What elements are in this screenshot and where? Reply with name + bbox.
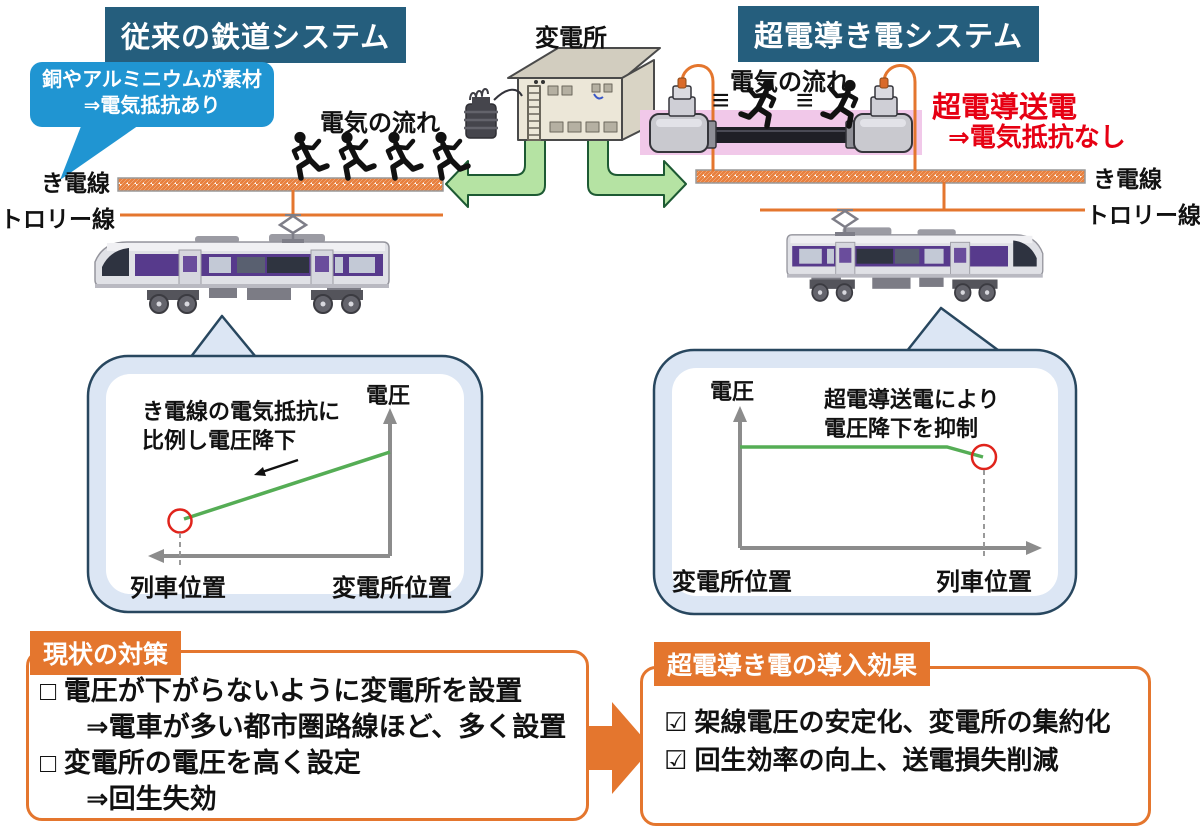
header-superconducting-system: 超電導き電システム [738,6,1040,62]
feeder-line-left [117,177,444,192]
train-left [94,214,390,314]
measure-item-1-result: ⇒電車が多い都市圏路線ほど、多く設置 [86,712,567,742]
speed-lines-icon: ≡ [712,84,730,117]
bubble-line-2: ⇒電気抵抗あり [83,95,221,117]
current-measures-tag: 現状の対策 [30,631,182,675]
effect-item-1: ☑ 架線電圧の安定化、変電所の集約化 [664,707,1111,737]
superconducting-highlight-1: 超電導送電 [932,92,1078,124]
train-right [786,209,1044,302]
trolley-label-right: トロリー線 [1086,202,1200,228]
power-arrow-right [587,131,687,208]
graph-panel-right [652,306,1078,616]
current-runner-icons-left [294,132,468,178]
introduction-effects-box [640,666,1151,826]
material-speech-bubble: 銅やアルミニウムが素材 ⇒電気抵抗あり [30,62,274,127]
graph-right-annotation-1: 超電導送電により [824,387,1000,412]
measure-item-2: □ 変電所の電圧を高く設定 [40,748,361,778]
flow-label-right: 電気の流れ [730,69,850,96]
substation-illustration [464,47,661,141]
measure-item-2-result: ⇒回生失効 [86,784,217,814]
voltage-drop-marker-right [970,443,998,471]
cryostat-wire-left [680,64,715,171]
superconducting-highlight-2: ⇒電気抵抗なし [948,122,1126,152]
pantograph-right [830,209,860,236]
graph-right-annotation-2: 電圧降下を抑制 [824,416,979,441]
feeder-line-right [695,169,1086,184]
substation-label: 変電所 [535,25,607,52]
x-label-train-position-left: 列車位置 [130,575,226,602]
x-label-train-position-right: 列車位置 [936,569,1032,596]
introduction-effects-tag: 超電導き電の導入効果 [654,642,931,686]
y-axis-label-right: 電圧 [710,379,755,404]
trolley-wire-left [120,190,443,217]
feeder-label-left: き電線 [41,170,110,196]
superconducting-cable-illustration [640,64,922,171]
bubble-line-1: 銅やアルミニウムが素材 [42,69,262,91]
x-label-substation-position-right: 変電所位置 [672,569,792,596]
speech-bubble-tail [60,116,152,180]
trolley-wire-right [760,182,1085,212]
power-arrow-left [445,131,546,208]
graph-panel-left [86,314,484,614]
voltage-curve-left [183,450,391,521]
speed-lines-icon: ≡ [796,84,814,117]
pantograph-left [277,214,309,243]
measure-item-1: □ 電圧が下がらないように変電所を設置 [40,676,523,706]
result-arrow [584,702,652,794]
voltage-drop-marker-left [167,508,193,534]
header-conventional-system: 従来の鉄道システム [105,7,407,63]
cryostat-wire-right [882,64,917,171]
y-axis-label-left: 電圧 [366,383,411,408]
graph-left-annotation-2: 比例し電圧降下 [142,428,297,453]
feeder-label-right: き電線 [1093,166,1162,192]
flow-label-left: 電気の流れ [320,110,440,137]
trolley-label-left: トロリー線 [0,206,115,232]
effect-item-2: ☑ 回生効率の向上、送電損失削減 [664,745,1059,775]
graph-left-annotation-1: き電線の電気抵抗に [142,399,341,424]
voltage-curve-right [740,445,984,459]
current-measures-box [26,650,589,821]
x-label-substation-position-left: 変電所位置 [332,575,452,602]
